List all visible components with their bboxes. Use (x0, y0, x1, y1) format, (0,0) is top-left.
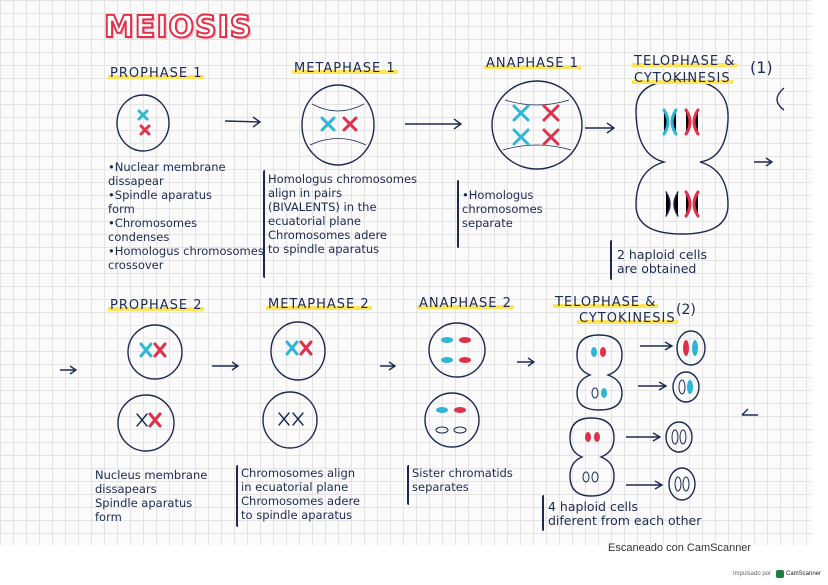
heading-metaphase1: METAPHASE 1 (292, 61, 398, 76)
arrow-9 (640, 341, 674, 351)
bracket-metaphase1 (263, 170, 265, 278)
prophase2-cell-top (127, 324, 183, 380)
bracket-anaphase1 (457, 180, 459, 248)
heading-prophase2: PROPHASE 2 (108, 298, 205, 313)
daughter-cell-3 (665, 421, 693, 453)
margin-mark-bottom (741, 408, 758, 416)
bracket-anaphase2 (407, 465, 409, 505)
notebook-page (0, 0, 812, 545)
badge-name: CamScanner (786, 571, 822, 577)
arrow-8 (517, 357, 536, 367)
note-telophase1: 2 haploid cells are obtained (617, 247, 707, 276)
note-telophase2: 4 haploid cells diferent from each other (548, 499, 702, 528)
heading-telophase2-line1: TELOPHASE & (553, 295, 659, 310)
heading-telophase1-line2: CYTOKINESIS (632, 71, 733, 86)
scanner-watermark: Escaneado con CamScanner (608, 542, 752, 554)
telophase2-cell-bottom (569, 417, 615, 497)
prophase2-cell-bottom (117, 394, 175, 452)
anaphase2-cell-top (428, 322, 486, 378)
arrow-10 (638, 381, 668, 391)
heading-metaphase2: METAPHASE 2 (266, 297, 372, 312)
prophase1-cell (116, 94, 170, 152)
note-prophase2: Nucleus membrane dissapears Spindle apar… (95, 468, 208, 524)
heading-telophase2-line2: CYTOKINESIS (577, 311, 678, 326)
badge-prefix: Impulsado por (733, 571, 772, 577)
telophase2-cell-top (576, 334, 623, 411)
daughter-cell-2 (672, 371, 700, 403)
note-prophase1: •Nuclear membrane dissapear •Spindle apa… (108, 160, 264, 272)
daughter-cell-1 (676, 330, 706, 366)
anaphase1-cell (491, 80, 583, 170)
margin-mark-top (776, 87, 785, 111)
bracket-telophase1 (610, 240, 612, 280)
arrow-4 (754, 157, 774, 167)
arrow-1 (224, 116, 262, 128)
arrow-6 (212, 361, 240, 371)
metaphase1-cell (301, 84, 375, 166)
arrow-2 (405, 118, 463, 130)
arrow-11 (626, 432, 662, 442)
camscanner-logo-icon (776, 570, 784, 578)
note-anaphase1: •Homologus chromosomes separate (462, 188, 543, 230)
telophase2-number: (2) (676, 302, 696, 318)
telophase1-number: (1) (750, 58, 773, 77)
bracket-telophase2 (542, 495, 544, 531)
heading-anaphase1: ANAPHASE 1 (484, 56, 581, 71)
arrow-12 (626, 480, 664, 490)
telophase1-cell (635, 79, 729, 235)
note-metaphase1: Homologus chromosomes align in pairs (BI… (268, 172, 418, 256)
heading-anaphase2: ANAPHASE 2 (417, 296, 514, 311)
heading-telophase1-line1: TELOPHASE & (632, 54, 738, 69)
note-metaphase2: Chromosomes align in ecuatorial plane Ch… (241, 466, 360, 522)
bracket-metaphase2 (236, 465, 238, 527)
anaphase2-cell-bottom (424, 392, 480, 448)
arrow-7 (380, 361, 397, 371)
page-title: MEIOSIS (103, 9, 253, 46)
metaphase2-cell-top (270, 321, 326, 381)
metaphase2-cell-bottom (262, 391, 318, 449)
note-anaphase2: Sister chromatids separates (412, 466, 513, 494)
heading-prophase1: PROPHASE 1 (108, 66, 205, 81)
arrow-5 (60, 365, 78, 375)
daughter-cell-4 (668, 467, 696, 501)
arrow-3 (585, 122, 616, 134)
